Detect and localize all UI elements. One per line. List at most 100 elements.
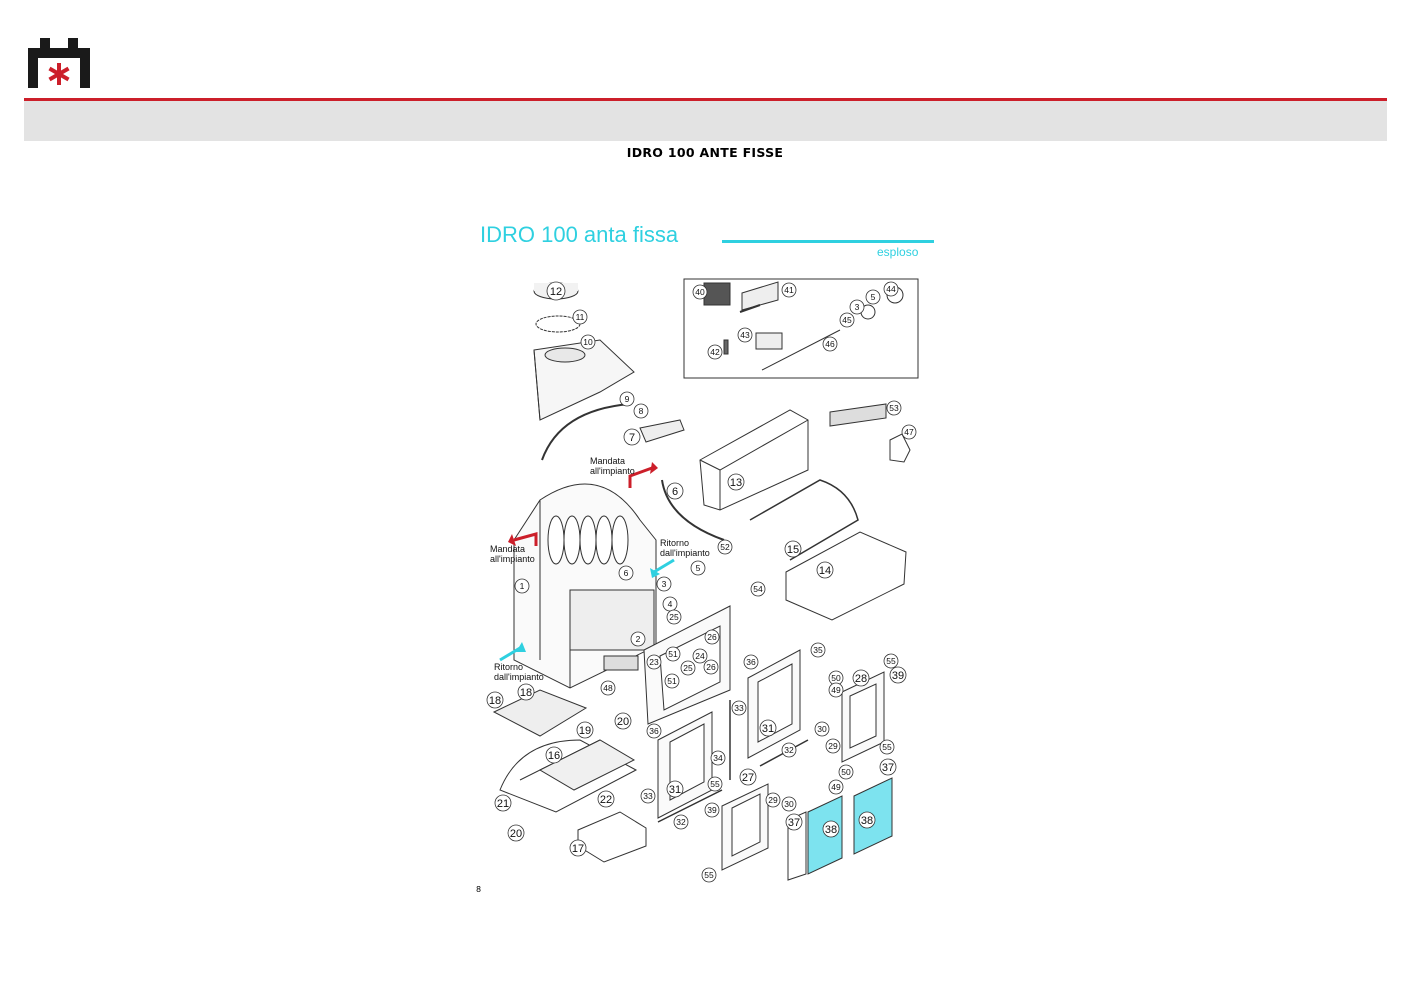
callout-30: 30	[814, 721, 830, 737]
callout-number: 18	[489, 695, 501, 707]
callout-circle	[703, 659, 719, 675]
callout-35: 35	[810, 642, 826, 658]
part-drawer	[577, 811, 647, 863]
part-rod-frame	[749, 479, 859, 561]
callout-9: 9	[619, 391, 635, 407]
glass-panel-left	[807, 795, 843, 875]
part-top-cover	[699, 409, 809, 511]
callout-number: 20	[617, 716, 629, 728]
callout-circle	[633, 403, 649, 419]
callout-13: 13	[727, 473, 745, 491]
exploded-view-drawing: Mandata all'impianto Mandata all'impiant…	[486, 278, 919, 883]
callout-5: 5	[690, 560, 706, 576]
part-grid-panel	[538, 739, 636, 791]
callout-number: 34	[713, 753, 723, 763]
callout-circle	[580, 334, 596, 350]
callout-number: 3	[855, 302, 860, 312]
callout-number: 55	[886, 656, 896, 666]
callout-14: 14	[816, 561, 834, 579]
callout-25: 25	[680, 660, 696, 676]
callout-32: 32	[673, 814, 689, 830]
callout-42: 42	[707, 344, 723, 360]
callout-circle	[883, 653, 899, 669]
callout-circle	[858, 811, 876, 829]
callout-number: 36	[649, 726, 659, 736]
callout-number: 4	[668, 599, 673, 609]
callout-50: 50	[838, 764, 854, 780]
callout-circle	[839, 312, 855, 328]
figure-subtitle: esploso	[877, 245, 919, 259]
callout-number: 39	[892, 670, 904, 682]
callout-52: 52	[717, 539, 733, 555]
part-side-panel	[785, 531, 907, 621]
callout-number: 10	[583, 337, 593, 347]
callout-circle	[814, 721, 830, 737]
callout-number: 50	[841, 767, 851, 777]
callout-number: 41	[784, 285, 794, 295]
callout-number: 17	[572, 843, 584, 855]
callout-number: 11	[576, 312, 585, 322]
callout-circle	[731, 700, 747, 716]
label-return-bottom-1: Ritorno	[494, 662, 523, 672]
callout-24: 24	[692, 648, 708, 664]
callout-number: 14	[819, 565, 831, 577]
callout-number: 38	[861, 815, 873, 827]
part-ash-grate	[492, 689, 588, 737]
callout-circle	[828, 779, 844, 795]
callout-29: 29	[765, 792, 781, 808]
figure-title-rule	[722, 240, 934, 243]
callout-number: 6	[624, 568, 629, 578]
callout-circle	[494, 794, 512, 812]
callout-1: 1	[514, 578, 530, 594]
callout-number: 23	[649, 657, 659, 667]
callout-circle	[704, 629, 720, 645]
callout-circle	[889, 666, 907, 684]
callout-circle	[569, 839, 587, 857]
callout-number: 20	[510, 828, 522, 840]
callout-6: 6	[666, 482, 684, 500]
callout-11: 11	[572, 309, 588, 325]
callout-18: 18	[517, 683, 535, 701]
callout-circle	[743, 654, 759, 670]
header-grey-band	[24, 101, 1387, 141]
callout-8: 8	[633, 403, 649, 419]
callout-circle	[692, 284, 708, 300]
callout-23: 23	[646, 654, 662, 670]
label-return-bottom-2: dall'impianto	[494, 672, 544, 682]
callout-number: 45	[842, 315, 852, 325]
callout-circle	[673, 814, 689, 830]
callout-45: 45	[839, 312, 855, 328]
callout-number: 25	[669, 612, 679, 622]
callout-number: 21	[497, 798, 509, 810]
callout-18: 18	[486, 691, 504, 709]
callout-49: 49	[828, 779, 844, 795]
part-curved-rod	[541, 403, 631, 461]
callout-26: 26	[704, 629, 720, 645]
callout-number: 32	[676, 817, 686, 827]
callout-number: 39	[707, 805, 717, 815]
callout-number: 55	[882, 742, 892, 752]
callout-33: 33	[640, 788, 656, 804]
callout-number: 8	[639, 406, 644, 416]
callout-number: 44	[886, 284, 896, 294]
page-number: 8	[476, 885, 482, 894]
callout-number: 49	[831, 685, 841, 695]
callout-number: 37	[788, 817, 800, 829]
part-grille	[829, 403, 887, 427]
callout-2: 2	[630, 631, 646, 647]
callout-21: 21	[494, 794, 512, 812]
callout-number: 43	[740, 330, 750, 340]
label-supply-left-1: Mandata	[490, 544, 525, 554]
callout-circle	[707, 344, 723, 360]
callout-28: 28	[852, 669, 870, 687]
callout-number: 26	[706, 662, 716, 672]
callout-number: 9	[625, 394, 630, 404]
callout-number: 37	[882, 762, 894, 774]
callout-circle	[692, 648, 708, 664]
callout-22: 22	[597, 790, 615, 808]
callout-27: 27	[739, 768, 757, 786]
callout-number: 30	[817, 724, 827, 734]
callout-number: 29	[828, 741, 838, 751]
callout-38: 38	[822, 820, 840, 838]
callout-51: 51	[665, 646, 681, 662]
